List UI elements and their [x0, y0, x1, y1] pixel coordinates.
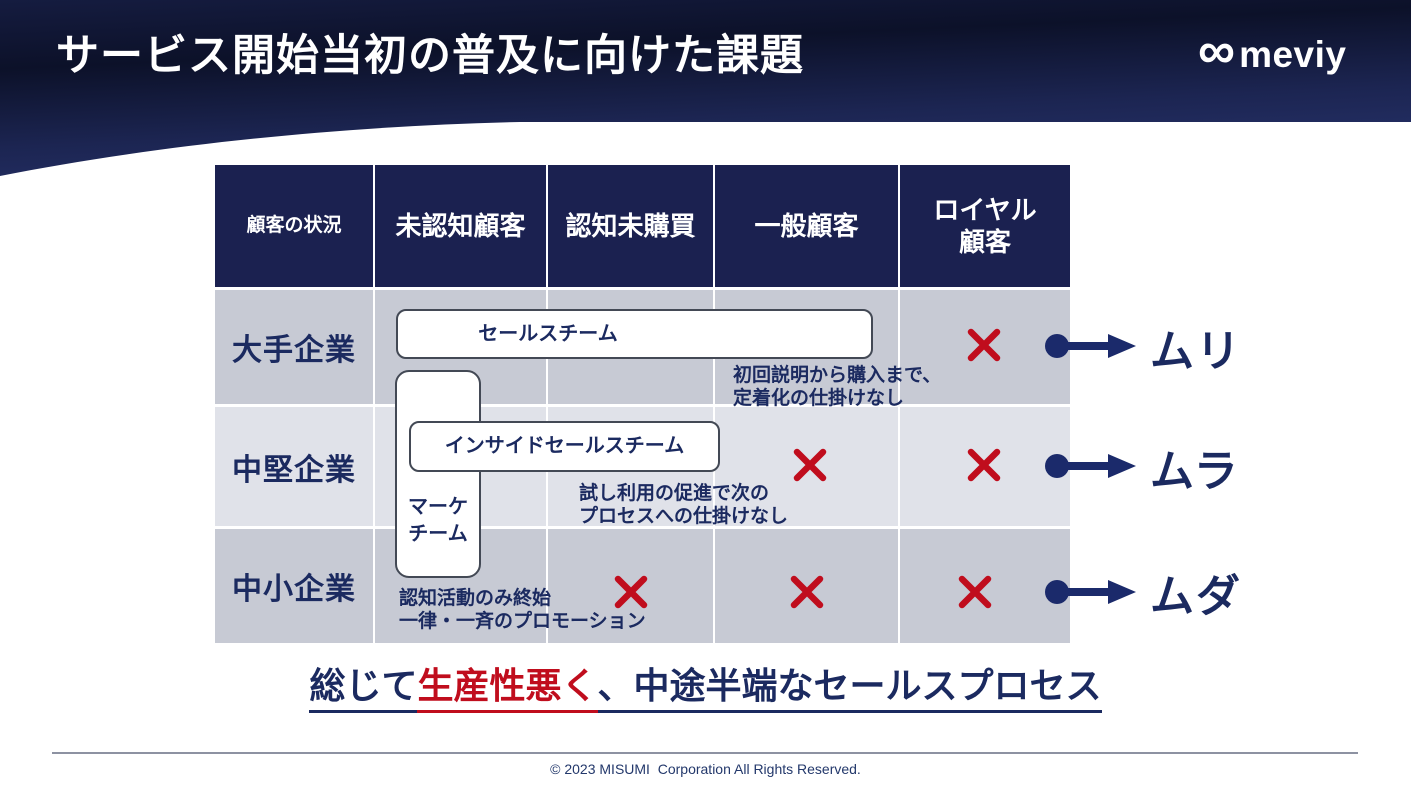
conclusion-part1: 総じて [309, 665, 418, 713]
result-label: ムリ [1150, 327, 1242, 376]
marketing-team-label-line2: チーム [408, 523, 468, 545]
footer-copyright: © 2023 MISUMI Corporation All Rights Res… [550, 761, 861, 777]
table-header-general: 一般顧客 [715, 165, 898, 287]
banner-swoosh-shape [0, 0, 1411, 176]
column-header-label: ロイヤル顧客 [933, 194, 1037, 258]
table-header-corner: 顧客の状況 [215, 165, 373, 287]
column-header-label: 認知未購買 [565, 210, 696, 241]
table-cell [715, 529, 898, 643]
result-muda: ムダ [1150, 562, 1330, 622]
annotation-small: 認知活動のみ終始 一律・一斉のプロモーション [399, 587, 646, 633]
x-mark-icon [967, 328, 1001, 362]
conclusion-statement: 総じて生産性悪く、中途半端なセールスプロセス [0, 657, 1411, 713]
annotation-line: プロセスへの仕掛けなし [579, 506, 789, 527]
header-banner: サービス開始当初の普及に向けた課題 ∞ meviy [0, 0, 1411, 185]
table-header-loyal: ロイヤル顧客 [900, 165, 1070, 287]
arrow-right-icon [1045, 454, 1136, 478]
marketing-team-box: マーケ チーム [395, 370, 481, 578]
x-mark-icon [790, 575, 824, 609]
x-mark-icon [614, 575, 648, 609]
x-mark-icon [967, 448, 1001, 482]
conclusion-part3: 、中途半端なセールスプロセス [597, 665, 1102, 713]
row-label: 大手企業 [232, 334, 356, 367]
arrow-right-icon [1045, 580, 1136, 604]
result-label: ムダ [1150, 572, 1242, 621]
footer-divider [52, 752, 1358, 754]
conclusion-highlight: 生産性悪く [417, 665, 598, 713]
sales-team-label: セールスチーム [478, 322, 618, 345]
annotation-enterprise: 初回説明から購入まで、 定着化の仕掛けなし [733, 364, 941, 410]
table-header-aware-nonbuyer: 認知未購買 [548, 165, 713, 287]
table-cell [548, 529, 713, 643]
x-mark-icon [793, 448, 827, 482]
column-header-label: 一般顧客 [754, 210, 859, 241]
inside-sales-team-box: インサイドセールスチーム [409, 421, 720, 472]
page-title: サービス開始当初の普及に向けた課題 [56, 32, 804, 80]
infinity-icon: ∞ [1198, 22, 1236, 80]
annotation-line: 認知活動のみ終始 [399, 588, 552, 609]
x-mark-icon [958, 575, 992, 609]
logo-wordmark: meviy [1239, 34, 1347, 75]
row-label: 中小企業 [232, 573, 356, 606]
result-label: ムラ [1150, 447, 1240, 496]
annotation-line: 初回説明から購入まで、 [733, 365, 942, 386]
marketing-team-label-line1: マーケ [408, 496, 468, 518]
annotation-midsize: 試し利用の促進で次の プロセスへの仕掛けなし [579, 482, 788, 528]
annotation-line: 一律・一斉のプロモーション [399, 611, 646, 632]
column-header-label: 未認知顧客 [395, 210, 526, 241]
arrow-right-icon [1045, 334, 1136, 358]
meviy-logo: ∞ meviy [1198, 22, 1347, 80]
row-label: 中堅企業 [232, 453, 356, 487]
corner-header-label: 顧客の状況 [246, 215, 342, 237]
result-muri: ムリ [1150, 317, 1330, 377]
row-label-cell-small: 中小企業 [215, 529, 373, 643]
result-mura: ムラ [1150, 437, 1330, 497]
table-header-unaware: 未認知顧客 [375, 165, 546, 287]
inside-sales-team-label: インサイドセールスチーム [444, 435, 685, 457]
annotation-line: 試し利用の促進で次の [579, 483, 770, 504]
row-label-cell-midsize: 中堅企業 [215, 407, 373, 526]
annotation-line: 定着化の仕掛けなし [733, 388, 905, 409]
sales-team-box: セールスチーム [396, 309, 873, 359]
row-label-cell-large: 大手企業 [215, 290, 373, 404]
